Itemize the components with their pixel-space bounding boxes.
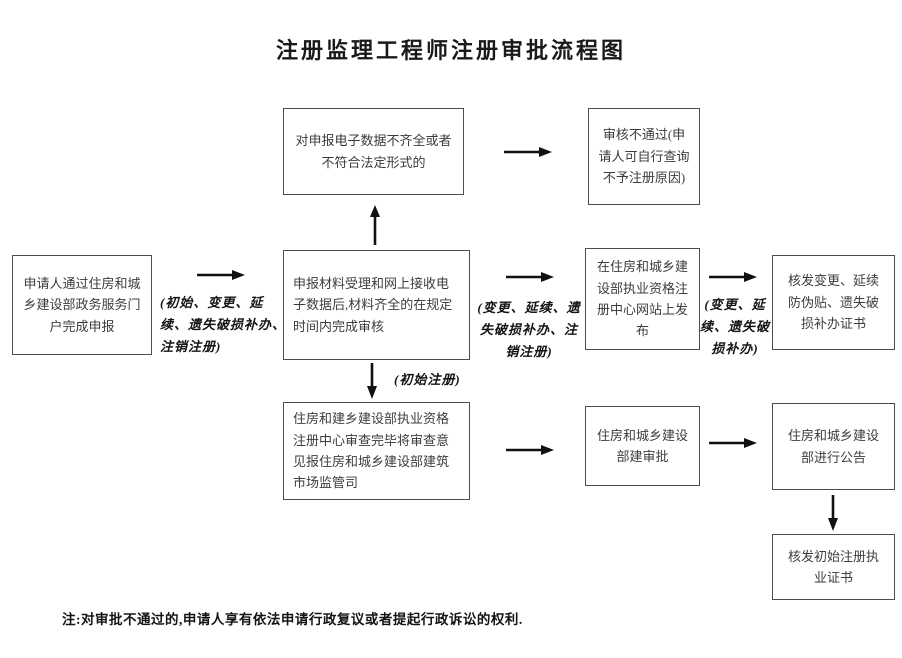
footnote: 注:对审批不通过的,申请人享有依法申请行政复议或者提起行政诉讼的权利. (62, 612, 523, 627)
label-issue-types: (变更、延续、遗失破损补办) (699, 297, 770, 357)
arrow-accept-to-center-review (366, 363, 378, 399)
arrow-right-icon (709, 272, 757, 282)
box-material-accept: 申报材料受理和网上接收电子数据后,材料齐全的在规定时间内完成审核 (283, 250, 470, 360)
arrow-down-icon (367, 363, 377, 399)
arrow-right-icon (504, 147, 552, 157)
box-publish-website: 在住房和城乡建设部执业资格注册中心网站上发布 (585, 248, 700, 350)
box-ministry-announce: 住房和城乡建设部进行公告 (772, 403, 895, 490)
box-issue-change-cert: 核发变更、延续防伪贴、遗失破损补办证书 (772, 255, 895, 350)
arrow-incomplete-to-failed (504, 146, 552, 158)
label-initial-reg: (初始注册) (394, 372, 461, 387)
arrow-announce-to-cert (827, 495, 839, 531)
arrow-publish-to-issue (709, 271, 757, 283)
arrow-right-icon (709, 438, 757, 448)
box-applicant-apply: 申请人通过住房和城乡建设部政务服务门户完成申报 (12, 255, 152, 355)
box-incomplete-data: 对申报电子数据不齐全或者不符合法定形式的 (283, 108, 464, 195)
page-title: 注册监理工程师注册审批流程图 (275, 38, 626, 63)
arrow-right-icon (506, 445, 554, 455)
box-ministry-approve: 住房和城乡建设部建审批 (585, 406, 700, 486)
arrow-right-icon (197, 270, 245, 280)
label-apply-types: (初始、变更、延续、遗失破损补办、注销注册) (160, 295, 287, 355)
arrow-review-to-approve (506, 444, 554, 456)
arrow-accept-to-publish (506, 271, 554, 283)
box-issue-initial-cert: 核发初始注册执业证书 (772, 534, 895, 600)
arrow-down-icon (828, 495, 838, 531)
arrow-apply-to-accept (197, 269, 245, 281)
box-review-failed: 审核不通过(申请人可自行查询不予注册原因) (588, 108, 700, 205)
label-publish-types: (变更、延续、遗失破损补办、注销注册) (477, 300, 581, 360)
box-center-review: 住房和建乡建设部执业资格注册中心审查完毕将审查意见报住房和城乡建设部建筑市场监管… (283, 402, 470, 500)
arrow-accept-to-incomplete (369, 205, 381, 245)
arrow-approve-to-announce (709, 437, 757, 449)
arrow-up-icon (370, 205, 380, 245)
arrow-right-icon (506, 272, 554, 282)
